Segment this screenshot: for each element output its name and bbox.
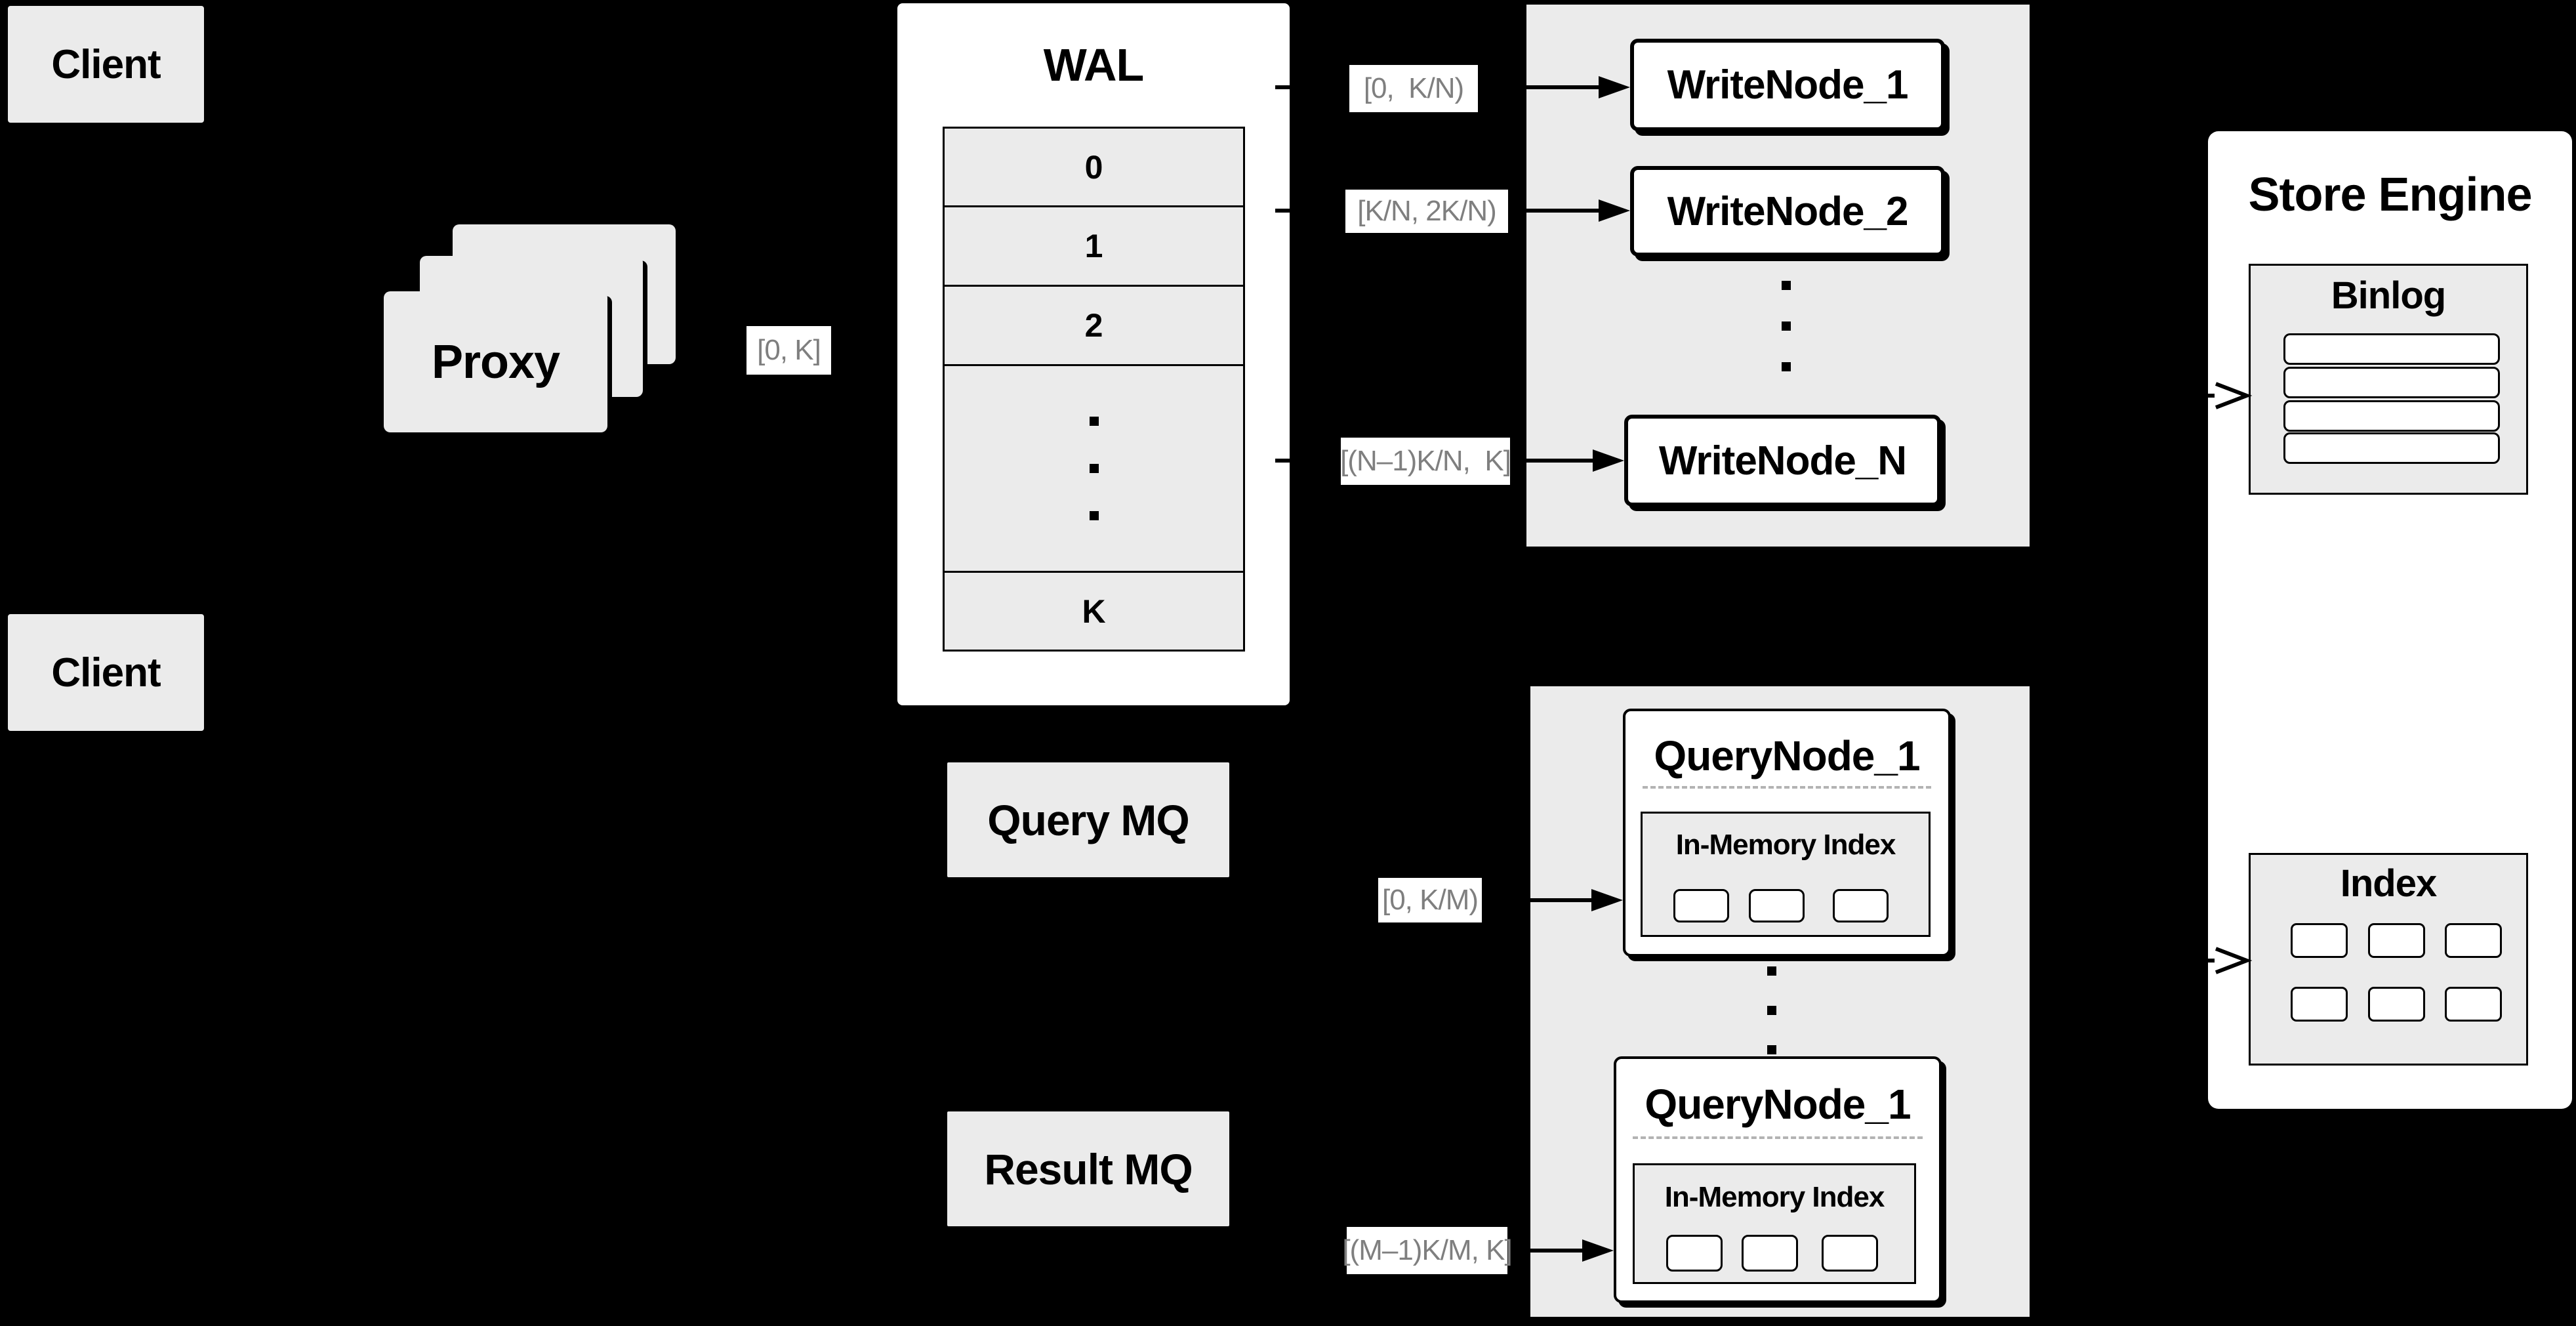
- querynode-1-title: QueryNode_1: [1654, 732, 1920, 779]
- writenode-2-box: WriteNode_2: [1630, 166, 1945, 257]
- binlog-title: Binlog: [2331, 274, 2446, 317]
- index-segment: [2291, 923, 2348, 958]
- query-mq-box: Query MQ: [946, 761, 1231, 879]
- index-segment: [2368, 923, 2425, 958]
- wal-ellipsis-icon: [1089, 417, 1099, 520]
- querynode-1-separator: [1643, 786, 1931, 789]
- client-top-label: Client: [51, 41, 161, 87]
- wal-title: WAL: [1043, 39, 1145, 91]
- range-label-writenode2: [K/N, 2K/N): [1345, 190, 1508, 233]
- in-memory-index-title-1: In-Memory Index: [1675, 828, 1896, 861]
- client-bottom-label: Client: [51, 650, 161, 695]
- querynode-2-separator: [1633, 1136, 1923, 1139]
- wal-row-0: 0: [943, 127, 1245, 207]
- range-label-proxy: [0, K]: [746, 326, 831, 375]
- proxy-box-front: Proxy: [384, 291, 607, 432]
- range-label-writenode1: [0, K/N): [1349, 65, 1478, 112]
- range-label-querynode1: [0, K/M): [1378, 878, 1482, 922]
- index-segment: [2445, 987, 2502, 1022]
- binlog-segment: [2283, 367, 2500, 398]
- segment-chip: [1673, 889, 1729, 922]
- wal-row-dots: [943, 364, 1245, 573]
- index-segment: [2445, 923, 2502, 958]
- writenode-n-box: WriteNode_N: [1624, 415, 1941, 507]
- binlog-segment: [2283, 432, 2500, 464]
- binlog-segment: [2283, 400, 2500, 432]
- range-label-writenoden: [(N–1)K/N, K]: [1340, 438, 1511, 485]
- index-segment: [2368, 987, 2425, 1022]
- segment-chip: [1742, 1235, 1798, 1272]
- segment-chip: [1822, 1235, 1878, 1272]
- index-title: Index: [2340, 861, 2437, 905]
- writenode-ellipsis-icon: [1782, 281, 1791, 371]
- client-box-bottom: Client: [7, 613, 205, 732]
- querynode-2-title: QueryNode_1: [1645, 1081, 1911, 1128]
- querynode-ellipsis-icon: [1767, 966, 1776, 1054]
- result-mq-box: Result MQ: [946, 1110, 1231, 1228]
- client-box-top: Client: [7, 5, 205, 124]
- wal-row-2: 2: [943, 285, 1245, 366]
- wal-row-k: K: [943, 571, 1245, 652]
- wal-row-1: 1: [943, 205, 1245, 287]
- writenode-1-box: WriteNode_1: [1630, 39, 1945, 131]
- segment-chip: [1833, 889, 1889, 922]
- binlog-segment: [2283, 333, 2500, 365]
- index-box: [2249, 853, 2528, 1066]
- proxy-label: Proxy: [431, 335, 560, 388]
- segment-chip: [1749, 889, 1805, 922]
- wal-table: 0 1 2 K: [943, 127, 1245, 652]
- range-label-querynode2: [(M–1)K/M, K]: [1342, 1227, 1513, 1274]
- store-engine-title: Store Engine: [2248, 169, 2532, 221]
- index-segment: [2291, 987, 2348, 1022]
- in-memory-index-title-2: In-Memory Index: [1664, 1180, 1885, 1213]
- segment-chip: [1666, 1235, 1723, 1272]
